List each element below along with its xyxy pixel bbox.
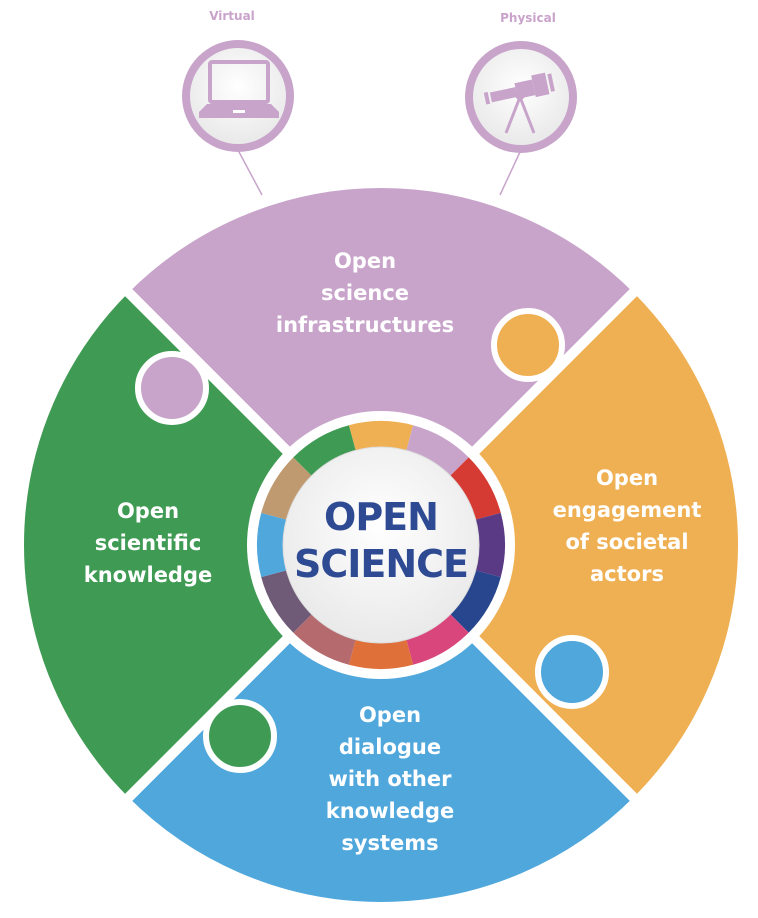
ring-segment [261,569,314,633]
pillar-bottom: Open dialogue with other knowledge syste… [326,703,455,855]
pillar-left-line: scientific [95,531,202,555]
ring-segment [261,457,314,521]
pillar-bottom-line: Open [359,703,421,727]
ring-segment [348,421,414,453]
pillar-bottom-line: dialogue [339,735,441,759]
pillar-bottom-line: with other [329,767,453,791]
ring-segment [256,512,289,578]
virtual-badge: Virtual [182,9,294,152]
physical-badge: Physical [465,11,577,153]
ring-segment [405,612,469,665]
virtual-connector [237,149,263,196]
physical-connector [499,151,521,196]
puzzle-piece-left [14,281,389,809]
pillar-bottom-line: systems [341,831,438,855]
puzzle-knob-top [135,351,209,425]
pillar-right: Open engagement of societal actors [553,466,702,586]
pillar-left-line: knowledge [84,563,213,587]
pillar-top-line: science [321,281,409,305]
pillar-top: Open science infrastructures [276,249,454,337]
ring-segment [293,612,357,665]
pillar-top-line: Open [334,249,396,273]
pillar-right-line: of societal [565,530,688,554]
puzzle-piece-right [373,281,748,809]
virtual-label: Virtual [209,9,255,23]
puzzle-knob-left [203,699,277,773]
ring-segment [293,425,357,478]
ring-segment [448,569,501,633]
ring-segment [405,425,469,478]
puzzle-piece-bottom [117,537,645,912]
puzzle-knob-bottom [535,635,609,709]
pillar-right-line: engagement [553,498,702,522]
pillar-bottom-line: knowledge [326,799,455,823]
puzzle-piece-top [117,178,645,553]
telescope-icon [483,72,555,134]
pillar-right-line: Open [596,466,658,490]
center-title-line1: OPEN [324,495,438,539]
laptop-icon [199,60,279,118]
center-title-line2: SCIENCE [294,542,468,586]
physical-label: Physical [500,11,556,25]
ring-segment [348,637,414,669]
pillar-top-line: infrastructures [276,313,454,337]
pillar-left-line: Open [117,499,179,523]
ring-segment [448,457,501,521]
center-disc [282,446,480,644]
puzzle-knob-right [491,308,565,382]
ring-segment [473,512,505,578]
pillar-right-line: actors [590,562,664,586]
pillar-left: Open scientific knowledge [84,499,213,587]
